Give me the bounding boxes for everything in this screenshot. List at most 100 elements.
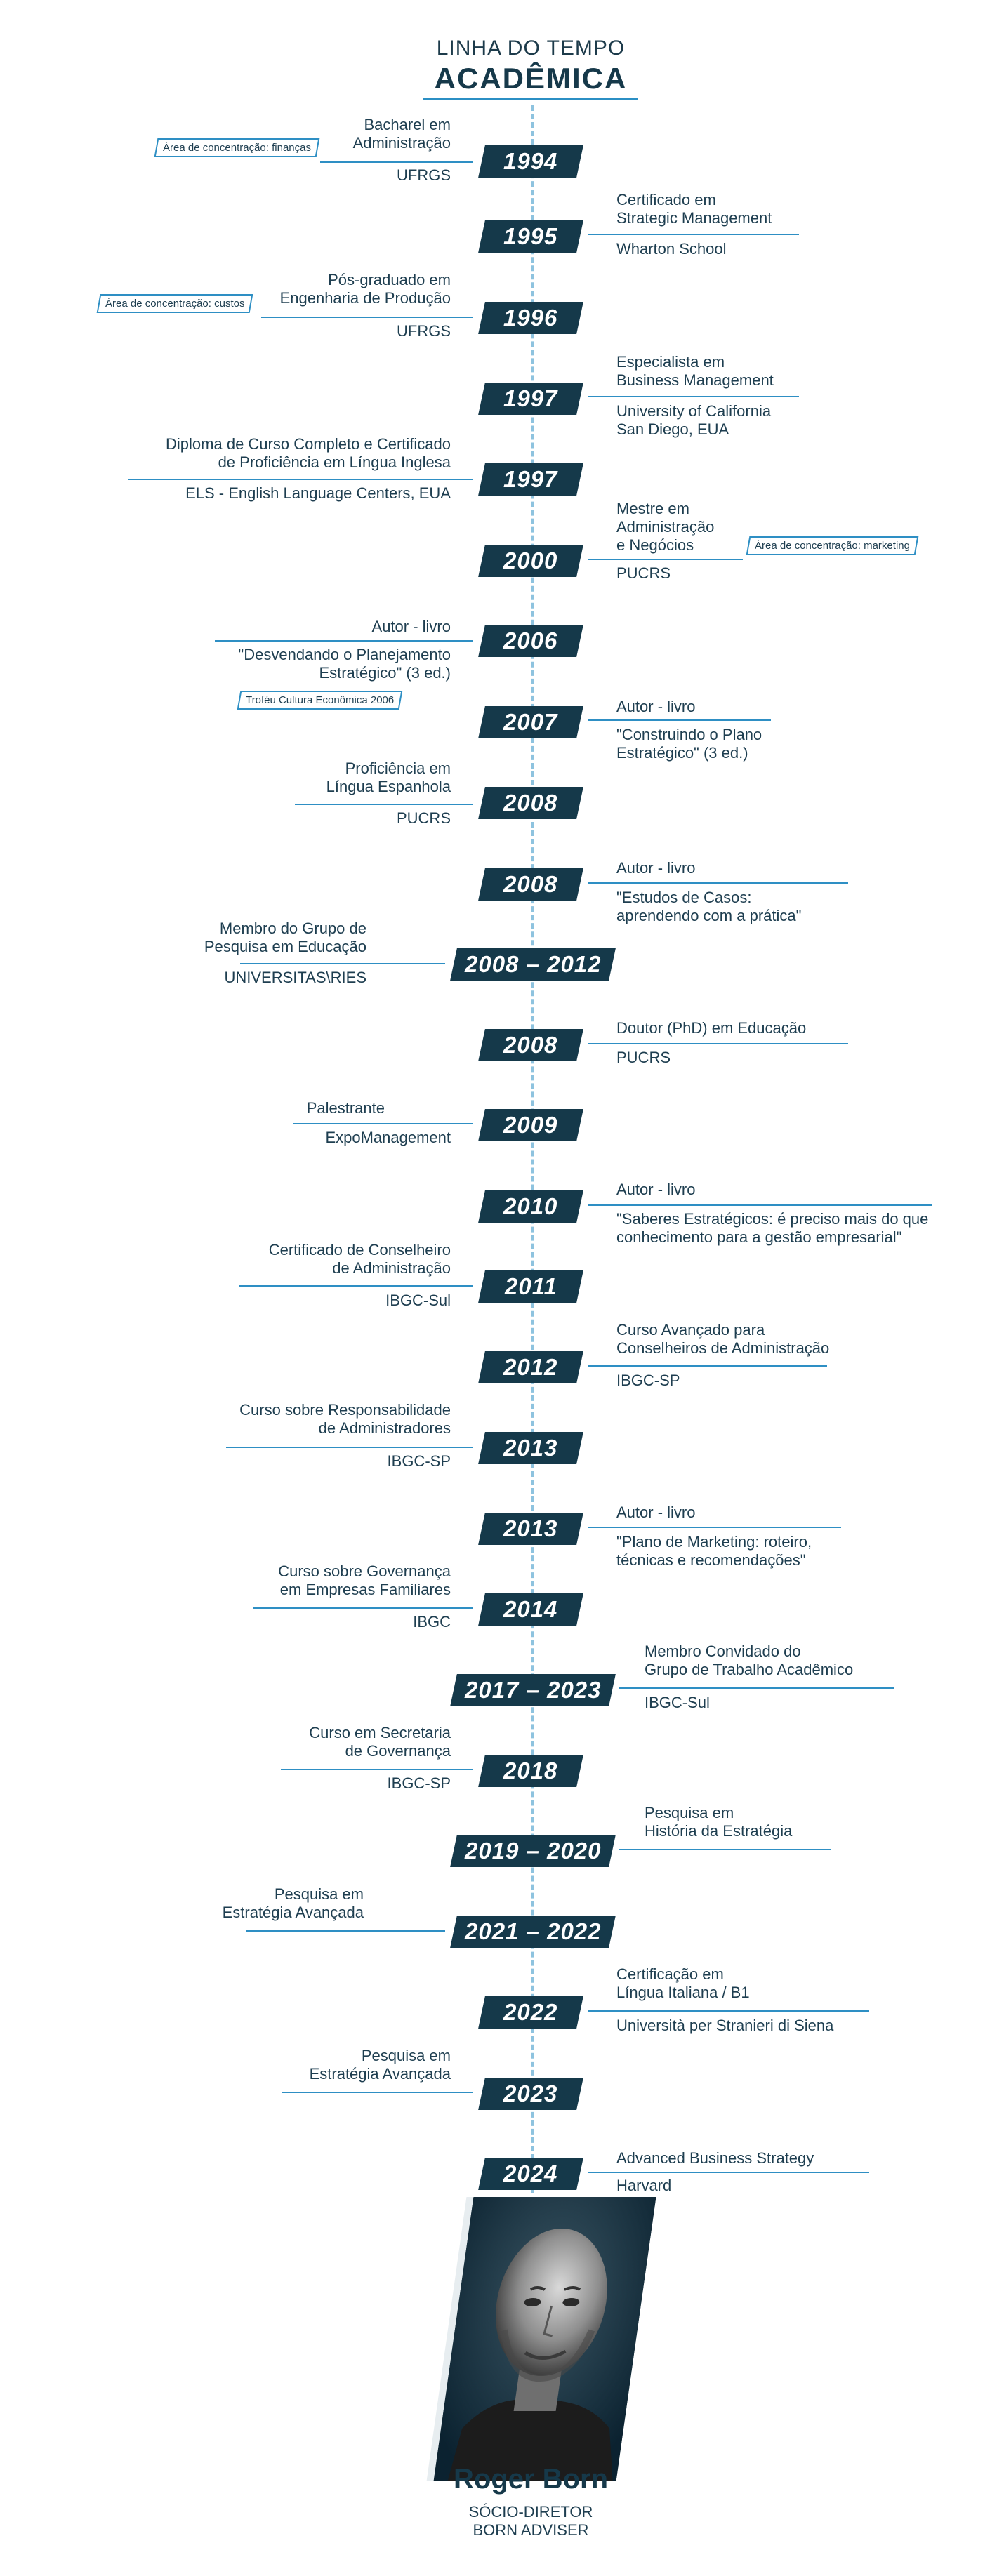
entry-subtitle: "Estudos de Casos: aprendendo com a prát… bbox=[616, 889, 911, 925]
profile-photo bbox=[434, 2197, 656, 2481]
entry-title: Pesquisa em História da Estratégia bbox=[645, 1804, 939, 1840]
year-badge: 2008 bbox=[478, 787, 583, 819]
year-badge: 2017 – 2023 bbox=[450, 1674, 616, 1706]
entry-underline bbox=[240, 963, 445, 964]
entry-subtitle: PUCRS bbox=[616, 1049, 911, 1067]
year-badge: 1995 bbox=[478, 220, 583, 253]
entry-title: Curso em Secretaria de Governança bbox=[156, 1724, 451, 1760]
entry-subtitle: "Plano de Marketing: roteiro, técnicas e… bbox=[616, 1533, 911, 1569]
entry-underline bbox=[281, 1769, 473, 1770]
year-badge: 2023 bbox=[478, 2078, 583, 2110]
entry-underline bbox=[215, 640, 473, 642]
entry-underline bbox=[588, 559, 743, 560]
entry-subtitle: IBGC bbox=[156, 1613, 451, 1631]
entry-subtitle: IBGC-Sul bbox=[645, 1694, 939, 1712]
entry-title: Pesquisa em Estratégia Avançada bbox=[69, 1885, 364, 1922]
entry-title: Especialista em Business Management bbox=[616, 353, 911, 390]
entry-underline bbox=[320, 161, 473, 163]
portrait-illustration bbox=[434, 2197, 656, 2481]
entry-subtitle: UFRGS bbox=[156, 166, 451, 185]
entry-underline bbox=[246, 1930, 445, 1932]
entry-underline bbox=[588, 2172, 869, 2173]
entry-subtitle: IBGC-SP bbox=[156, 1452, 451, 1470]
entry-underline bbox=[588, 1527, 841, 1528]
entry-subtitle: Università per Stranieri di Siena bbox=[616, 2017, 911, 2035]
entry-underline bbox=[619, 1849, 831, 1850]
concentration-tag: Área de concentração: finanças bbox=[154, 138, 320, 157]
entry-title: Doutor (PhD) em Educação bbox=[616, 1019, 911, 1037]
entry-title: Proficiência em Língua Espanhola bbox=[156, 759, 451, 796]
entry-underline bbox=[588, 234, 799, 235]
entry-subtitle: PUCRS bbox=[156, 809, 451, 828]
year-badge: 1997 bbox=[478, 463, 583, 496]
entry-subtitle: ELS - English Language Centers, EUA bbox=[58, 484, 451, 503]
year-badge: 2018 bbox=[478, 1755, 583, 1787]
page-title-line1: LINHA DO TEMPO bbox=[0, 36, 1004, 60]
entry-subtitle: Wharton School bbox=[616, 240, 911, 258]
entry-subtitle: "Desvendando o Planejamento Estratégico"… bbox=[156, 646, 451, 682]
entry-title: Certificado de Conselheiro de Administra… bbox=[156, 1241, 451, 1277]
entry-subtitle: UNIVERSITAS\RIES bbox=[72, 969, 366, 987]
entry-underline bbox=[588, 719, 771, 721]
year-badge: 2021 – 2022 bbox=[450, 1916, 616, 1948]
entry-subtitle: IBGC-SP bbox=[616, 1372, 911, 1390]
entry-underline bbox=[588, 1204, 932, 1206]
concentration-tag: Área de concentração: custos bbox=[97, 294, 253, 313]
entry-title: Membro Convidado do Grupo de Trabalho Ac… bbox=[645, 1642, 939, 1679]
entry-subtitle: University of California San Diego, EUA bbox=[616, 402, 911, 439]
year-badge: 2022 bbox=[478, 1996, 583, 2029]
entry-title: Curso sobre Responsabilidade de Administ… bbox=[128, 1401, 451, 1438]
entry-subtitle: "Saberes Estratégicos: é preciso mais do… bbox=[616, 1210, 982, 1247]
entry-underline bbox=[588, 2010, 869, 2012]
entry-underline bbox=[588, 396, 799, 397]
entry-underline bbox=[619, 1687, 894, 1689]
entry-title: Palestrante bbox=[90, 1099, 385, 1117]
entry-title: Diploma de Curso Completo e Certificado … bbox=[58, 435, 451, 472]
title-underline bbox=[423, 98, 638, 100]
year-badge: 2014 bbox=[478, 1593, 583, 1626]
entry-underline bbox=[239, 1285, 473, 1287]
year-badge: 2009 bbox=[478, 1109, 583, 1141]
entry-title: Autor - livro bbox=[616, 1181, 911, 1199]
entry-title: Curso Avançado para Conselheiros de Admi… bbox=[616, 1321, 911, 1357]
entry-underline bbox=[588, 882, 848, 884]
year-badge: 2010 bbox=[478, 1190, 583, 1223]
entry-title: Mestre em Administração e Negócios bbox=[616, 500, 757, 555]
entry-underline bbox=[293, 1123, 473, 1124]
year-badge: 1997 bbox=[478, 383, 583, 415]
year-badge: 2011 bbox=[478, 1270, 583, 1303]
year-badge: 2008 bbox=[478, 868, 583, 901]
year-badge: 2006 bbox=[478, 625, 583, 657]
entry-subtitle: Harvard bbox=[616, 2177, 911, 2195]
year-badge: 2013 bbox=[478, 1432, 583, 1464]
year-badge: 1996 bbox=[478, 302, 583, 334]
timeline-spine bbox=[531, 105, 534, 2193]
entry-title: Certificado em Strategic Management bbox=[616, 191, 911, 227]
year-badge: 2008 bbox=[478, 1029, 583, 1061]
entry-subtitle: PUCRS bbox=[616, 564, 757, 583]
year-badge: 2000 bbox=[478, 545, 583, 577]
entry-subtitle: IBGC-SP bbox=[156, 1774, 451, 1793]
entry-subtitle: "Construindo o Plano Estratégico" (3 ed.… bbox=[616, 726, 911, 762]
entry-title: Autor - livro bbox=[156, 618, 451, 636]
year-badge: 2024 bbox=[478, 2158, 583, 2190]
entry-title: Autor - livro bbox=[616, 698, 911, 716]
year-badge: 2007 bbox=[478, 706, 583, 738]
entry-title: Autor - livro bbox=[616, 859, 911, 877]
entry-underline bbox=[588, 1365, 827, 1367]
concentration-tag: Área de concentração: marketing bbox=[746, 536, 919, 555]
entry-title: Autor - livro bbox=[616, 1503, 911, 1522]
profile-role: SÓCIO-DIRETOR bbox=[0, 2503, 1004, 2521]
entry-title: Pesquisa em Estratégia Avançada bbox=[156, 2047, 451, 2083]
entry-title: Curso sobre Governança em Empresas Famil… bbox=[156, 1562, 451, 1599]
entry-title: Membro do Grupo de Pesquisa em Educação bbox=[72, 919, 366, 956]
entry-underline bbox=[295, 804, 473, 805]
entry-subtitle: ExpoManagement bbox=[156, 1129, 451, 1147]
entry-underline bbox=[282, 2092, 473, 2093]
award-tag: Troféu Cultura Econômica 2006 bbox=[237, 691, 403, 710]
year-badge: 2008 – 2012 bbox=[450, 948, 616, 981]
entry-underline bbox=[588, 1043, 848, 1044]
entry-title: Advanced Business Strategy bbox=[616, 2149, 911, 2167]
entry-underline bbox=[226, 1447, 473, 1448]
entry-subtitle: UFRGS bbox=[156, 322, 451, 340]
